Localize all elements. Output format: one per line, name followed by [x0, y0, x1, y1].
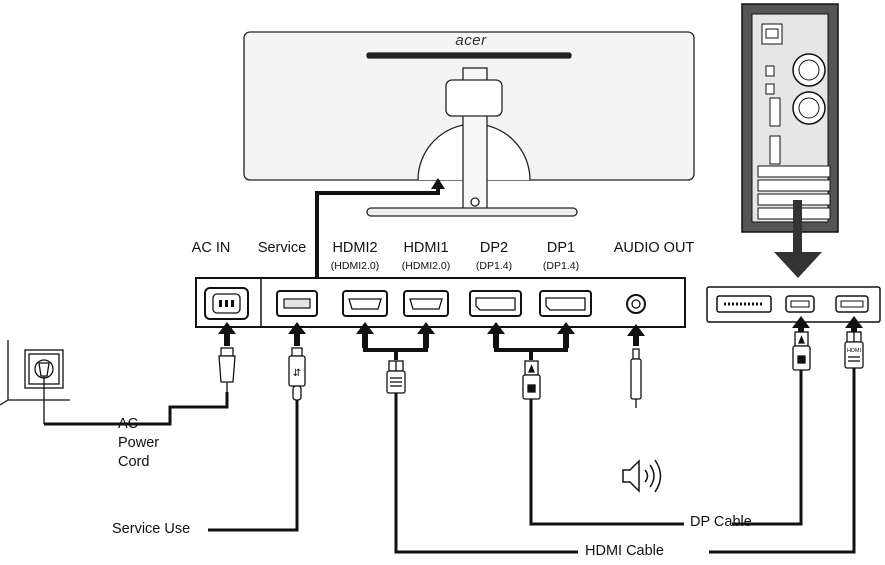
hdmi-plug-pc-text: HDMI [847, 348, 862, 354]
label-hdmi2: HDMI2 [332, 240, 378, 256]
dp-pc-line [732, 370, 803, 526]
label-hdmi2-sub: (HDMI2.0) [330, 260, 380, 272]
usb-plug: ⇵ [288, 347, 306, 401]
label-audio-out: AUDIO OUT [613, 240, 695, 256]
monitor-top-bar [366, 52, 572, 59]
cable-brackets [363, 346, 568, 360]
label-hdmi-cable: HDMI Cable [585, 543, 664, 559]
cable-lines [44, 368, 856, 554]
ac-cord-line [44, 392, 229, 426]
hdmi-plug-monitor [386, 360, 406, 394]
label-dp1: DP1 [546, 240, 576, 256]
hdmi-monitor-line [394, 393, 578, 554]
pc-io-slot-2 [757, 179, 831, 192]
panel-to-monitor-connector [315, 178, 445, 278]
monitor-stand-base [366, 207, 578, 217]
label-ac-in: AC IN [191, 240, 231, 256]
usb-icon: ⇵ [293, 368, 301, 379]
dp-plug-pc [792, 331, 811, 371]
dp-monitor-line [529, 399, 684, 526]
monitor-stand-hook [445, 79, 503, 117]
speaker-icon [622, 459, 662, 493]
pc-fan-top [792, 53, 826, 87]
label-hdmi1-sub: (HDMI2.0) [401, 260, 451, 272]
ac-power-plug [218, 347, 236, 392]
label-service: Service [257, 240, 307, 256]
label-hdmi1: HDMI1 [403, 240, 449, 256]
label-dp1-sub: (DP1.4) [542, 260, 580, 272]
label-service-use: Service Use [112, 521, 191, 537]
monitor-rear [243, 31, 695, 217]
brand-logo: acer [455, 32, 487, 49]
label-ac-power-cord-2: Power [118, 435, 160, 451]
audio-plug [630, 348, 642, 408]
pc-output-panel [706, 286, 881, 323]
pc-tower [741, 3, 839, 233]
label-dp2-sub: (DP1.4) [475, 260, 513, 272]
label-dp2: DP2 [479, 240, 509, 256]
pc-connect-arrow [774, 200, 822, 278]
dp-plug-monitor [522, 360, 541, 400]
label-ac-power-cord-1: AC [118, 416, 139, 432]
wall-outlet-icon [0, 340, 70, 424]
label-dp-cable: DP Cable [690, 514, 752, 530]
hdmi-plug-pc: HDMI [844, 331, 864, 369]
hdmi-pc-line [709, 368, 856, 554]
monitor-io-panel [195, 277, 686, 328]
plug-arrows [218, 316, 863, 348]
label-ac-power-cord-3: Cord [118, 454, 150, 470]
pc-io-slot-1 [757, 165, 831, 178]
pc-fan-bottom [792, 91, 826, 125]
service-line [208, 400, 299, 532]
